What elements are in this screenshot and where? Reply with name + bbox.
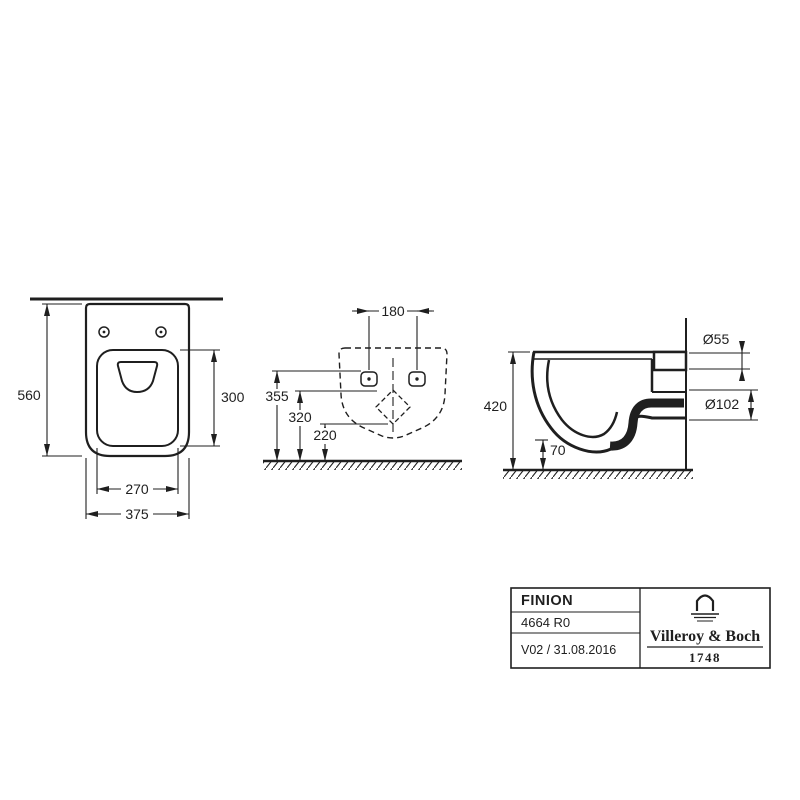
dim-upper-height-320: 320 [284, 390, 377, 461]
dim-height-560: 560 [17, 303, 82, 457]
front-view: 560 300 270 375 [17, 297, 245, 522]
dim-label-320: 320 [288, 409, 312, 425]
fixing-screw-left-dot [102, 330, 106, 334]
fixing-screw-right-dot [159, 330, 163, 334]
brand-name: Villeroy & Boch [650, 628, 760, 645]
dim-label-inlet: Ø55 [703, 331, 730, 347]
dim-inlet-55: Ø55 [689, 331, 750, 381]
revision-date: V02 / 31.08.2016 [521, 643, 616, 657]
dim-hole-spacing-180: 180 [352, 303, 434, 370]
dim-outlet-height-220: 220 [309, 423, 388, 461]
floor-hatch [263, 462, 462, 470]
dim-seat-width-270: 270 [96, 448, 179, 497]
dim-label-355: 355 [265, 388, 289, 404]
title-block: FINION 4664 R0 V02 / 31.08.2016 Villeroy… [510, 587, 771, 669]
dim-label-outlet: Ø102 [705, 396, 739, 412]
dim-outlet-102: Ø102 [689, 389, 758, 421]
wc-trap [609, 398, 684, 451]
rear-view: 180 355 320 220 [261, 303, 462, 470]
dim-label-70: 70 [550, 442, 566, 458]
fixing-hole-right-dot [415, 377, 419, 381]
inlet-connector [652, 350, 688, 372]
dim-fixing-height-355: 355 [261, 370, 361, 461]
villeroy-boch-arch-icon [691, 594, 719, 622]
floor-hatch-side [503, 471, 693, 479]
product-name: FINION [521, 593, 573, 609]
dim-label-560: 560 [17, 387, 41, 403]
dim-label-420: 420 [484, 398, 508, 414]
dim-width-375: 375 [85, 458, 190, 522]
dim-label-300: 300 [221, 389, 245, 405]
dim-label-220: 220 [313, 427, 337, 443]
seat-outline [96, 349, 179, 447]
flush-bowl-outline [116, 361, 159, 394]
fixing-hole-left-dot [367, 377, 371, 381]
article-number: 4664 R0 [521, 615, 570, 630]
outlet-diamond [375, 389, 411, 425]
template-outline [338, 347, 448, 439]
dim-bottom-70: 70 [535, 439, 566, 470]
dim-bowl-depth-300: 300 [180, 349, 245, 447]
wc-inner-bowl [545, 359, 619, 439]
dim-label-180: 180 [381, 303, 405, 319]
dim-label-375: 375 [125, 506, 149, 522]
side-view: Ø55 Ø102 420 70 [484, 318, 758, 479]
brand-year: 1748 [689, 650, 721, 665]
dim-height-420: 420 [484, 351, 530, 470]
dim-label-270: 270 [125, 481, 149, 497]
